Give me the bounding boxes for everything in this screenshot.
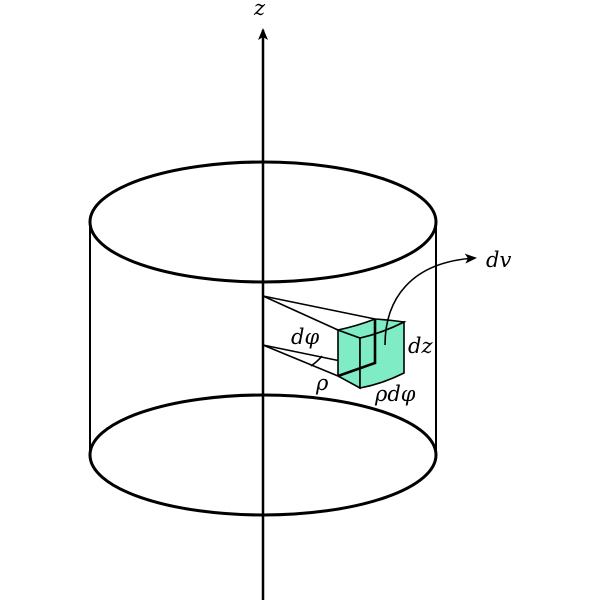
rho-dphi-label: ρdφ (375, 382, 416, 406)
dphi-angle-arc (310, 355, 323, 367)
volume-hidden-edges (337, 319, 377, 378)
dv-pointer-arrow (384, 253, 477, 346)
radial-lines (262, 295, 376, 377)
volume-element (335, 318, 407, 390)
dphi-label: dφ (291, 325, 320, 349)
z-axis-label: z (254, 0, 266, 20)
rho-label: ρ (316, 371, 329, 395)
dz-label: dz (408, 334, 433, 358)
volume-left-face (337, 328, 361, 390)
dv-label: dv (486, 248, 512, 272)
